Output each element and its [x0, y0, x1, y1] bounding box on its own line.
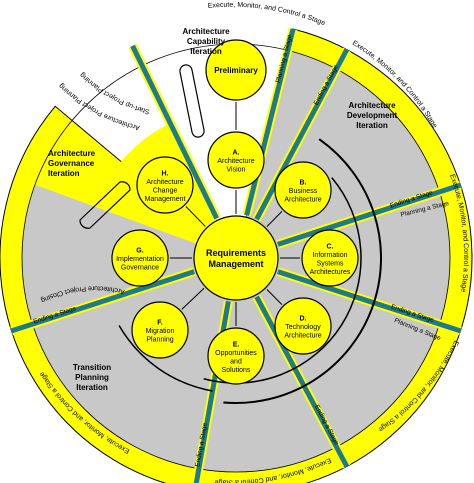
- ray-core-1: [254, 48, 350, 221]
- iteration-capability-line1: Architecture: [182, 27, 230, 36]
- iteration-governance-line2: Governance: [48, 159, 95, 168]
- center-title-line2: Management: [208, 259, 263, 269]
- phase-label-line: Implementation: [116, 256, 164, 263]
- phase-label-line: Architecture: [284, 197, 321, 204]
- phase-label-line: Architecture: [146, 179, 183, 186]
- phase-label-line: H.: [162, 170, 169, 177]
- phase-circle: [274, 161, 332, 219]
- phase-label-line: Architectures: [310, 269, 351, 276]
- phase-label-line: Preliminary: [214, 66, 258, 75]
- phase-circle: [207, 131, 265, 189]
- ray-core-3: [277, 269, 462, 334]
- iteration-development-label: Architecture Development Iteration: [347, 101, 398, 130]
- phase-label-line: Governance: [121, 265, 159, 272]
- iteration-development-line1: Architecture: [348, 101, 396, 110]
- iteration-transition-line1: Transition: [73, 363, 111, 372]
- phase-label-line: Vision: [227, 167, 246, 174]
- phase-circle: [111, 229, 169, 287]
- phase-label-line: B.: [300, 180, 307, 187]
- cycle-arc-transition: [118, 325, 213, 392]
- phase-label-line: and: [230, 358, 242, 365]
- capability-loop-icon: [179, 64, 205, 138]
- iteration-capability-line3: Iteration: [190, 47, 222, 56]
- cycle-arc-inner: [203, 177, 362, 384]
- phase-circle: [301, 229, 359, 287]
- phase-circle: [274, 297, 332, 355]
- phase-preliminary[interactable]: Preliminary: [205, 39, 267, 101]
- iteration-development-line2: Development: [347, 111, 398, 120]
- phase-label-line: C.: [327, 243, 334, 250]
- iteration-capability-line2: Capability: [187, 37, 226, 46]
- phase-circle: [131, 301, 189, 359]
- cycle-arc-outer: [223, 138, 382, 404]
- phase-label-line: Technology: [285, 324, 321, 331]
- iteration-transition-line2: Planning: [75, 373, 109, 382]
- iteration-governance-line3: Iteration: [48, 169, 80, 178]
- requirements-connectors: [170, 102, 300, 326]
- phase-label-line: Planning: [146, 337, 173, 344]
- phase-circle: [207, 327, 265, 385]
- center-title-line1: Requirements: [206, 248, 266, 258]
- requirements-management-circle: [193, 215, 279, 301]
- phase-label-line: Solutions: [222, 367, 251, 374]
- phase-circle: [205, 39, 267, 101]
- ray-core-7: [130, 44, 219, 220]
- phase-label-line: F.: [157, 320, 163, 327]
- phase-label-line: Architecture: [284, 333, 321, 340]
- phase-label-line: Systems: [317, 260, 344, 267]
- iteration-capability-label: Architecture Capability Iteration: [182, 27, 230, 56]
- governance-loop-icon: [79, 181, 131, 229]
- requirements-connector-3: [266, 288, 283, 305]
- phase-label-line: Information: [312, 252, 347, 259]
- ray-core-2: [277, 182, 462, 247]
- ray-core-4: [254, 295, 350, 468]
- phase-label-line: Migration: [146, 328, 175, 335]
- phase-label-line: Opportunities: [215, 350, 257, 357]
- requirements-connector-1: [266, 211, 283, 228]
- phase-label-line: Management: [145, 196, 186, 203]
- requirements-management-center[interactable]: Requirements Management: [193, 215, 279, 301]
- phase-label-line: G.: [136, 248, 143, 255]
- iteration-governance-line1: Architecture: [48, 149, 96, 158]
- iteration-development-line3: Iteration: [356, 121, 388, 130]
- phase-label-line: Architecture: [217, 158, 254, 165]
- requirements-connector-7: [185, 206, 206, 227]
- phase-label-line: A.: [233, 150, 240, 157]
- iteration-transition-label: Transition Planning Iteration: [73, 363, 111, 392]
- requirements-connector-5: [181, 287, 205, 310]
- band-label-top: Execute, Monitor, and Control a Stage: [208, 2, 327, 28]
- cycle-arrows: [79, 64, 382, 404]
- phase-circle: [136, 156, 194, 214]
- ray-core-0: [244, 28, 296, 216]
- iteration-governance-label: Architecture Governance Iteration: [48, 149, 96, 178]
- phase-label-line: E.: [233, 341, 240, 348]
- phase-label-line: Business: [289, 188, 318, 195]
- iteration-transition-line3: Iteration: [76, 383, 108, 392]
- ray-core-6: [10, 269, 195, 334]
- phase-label-line: Change: [153, 187, 178, 194]
- phase-label-line: D.: [300, 316, 307, 323]
